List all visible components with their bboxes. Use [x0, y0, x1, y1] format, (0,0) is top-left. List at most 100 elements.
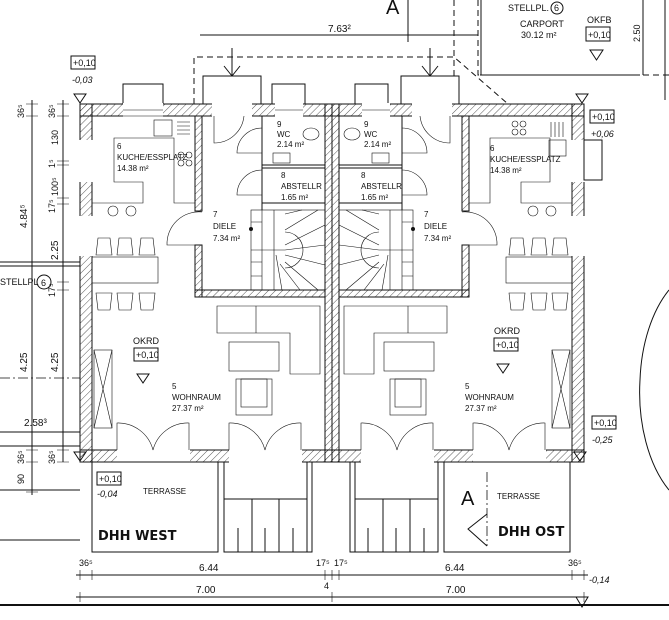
- hall-area: 7.34 m²: [424, 234, 451, 243]
- armchair-seat: [240, 378, 268, 408]
- window-kitchen-east: [571, 140, 585, 182]
- wc-storage-walls-west: [261, 116, 325, 210]
- storage-number: 8: [281, 171, 286, 180]
- sw-level: +0,10: [99, 474, 122, 484]
- terrace-label: TERRASSE: [497, 492, 540, 501]
- window-dining-east: [571, 216, 585, 256]
- stool-icon: [125, 205, 137, 217]
- hall-area: 7.34 m²: [213, 234, 240, 243]
- storage-number: 8: [361, 171, 366, 180]
- nw-level: +0,10: [73, 58, 96, 68]
- drainboard-west: [177, 121, 190, 135]
- inner-dim-1: 36⁵: [47, 104, 57, 118]
- bottom-dim-8: 4: [324, 581, 329, 591]
- kitchen-area: 14.38 m²: [117, 164, 149, 173]
- toilet-east-icon: [343, 127, 361, 141]
- parking-number-left: 6: [41, 278, 46, 288]
- armchair-west: [235, 378, 273, 416]
- bottom-dim-5: 6.44: [445, 563, 465, 574]
- chairs-south-east: [508, 292, 569, 311]
- hall-name: DIELE: [424, 222, 447, 231]
- light-shaft-east: [583, 139, 603, 181]
- chairs-north-east: [508, 237, 569, 256]
- stool-icon: [545, 205, 557, 217]
- living-number: 5: [172, 382, 177, 391]
- wc-name: WC: [277, 130, 291, 139]
- wc-number: 9: [277, 120, 282, 129]
- kitchen-number: 6: [490, 144, 495, 153]
- kitchen-door-east-swing: [461, 211, 498, 246]
- inner-dim-5: 17⁵: [47, 199, 57, 213]
- living-area: 27.37 m²: [465, 404, 497, 413]
- okrd-level: +0,10: [136, 350, 159, 360]
- coffee-table-west: [228, 341, 280, 372]
- room-labels-east: 6 KUCHE/ESSPLATZ 14.38 m² 9 WC 2.14 m² 8…: [361, 120, 564, 540]
- stove-west-icon: [177, 151, 193, 167]
- cellar-stair-west: [217, 462, 313, 553]
- hall-name: DIELE: [213, 222, 236, 231]
- level-box: [70, 55, 96, 70]
- left-dimensions: 36⁵ 4.84⁵ 4.25 36⁵ 90 36⁵ 130 1⁵ 100⁵ 17…: [0, 100, 80, 541]
- storage-area: 1.65 m²: [281, 193, 308, 202]
- toilet-west-icon: [302, 127, 320, 141]
- dim-ticks: [26, 103, 69, 493]
- sofa-west: [216, 305, 321, 375]
- furniture-east: [338, 115, 573, 429]
- level-triangle-icon: [589, 49, 604, 61]
- stairs-east: [338, 209, 415, 291]
- storage-area: 1.65 m²: [361, 193, 388, 202]
- room-labels-west: 6 KUCHE/ESSPLATZ 14.38 m² 9 WC 2.14 m² 8…: [98, 120, 322, 544]
- entry-arrow-west-icon: [223, 48, 241, 77]
- storage-name: ABSTELLR: [281, 182, 322, 191]
- terraces: [91, 289, 669, 553]
- carport-edges: [480, 0, 666, 100]
- level-box: [96, 471, 122, 486]
- wardrobe-cross: [551, 349, 571, 429]
- section-mark-east: A: [461, 488, 475, 510]
- inner-dim-6: 2.25: [50, 240, 61, 260]
- parking-number-top: 6: [554, 3, 559, 13]
- washbasin-west-icon: [272, 152, 291, 164]
- terrace-door-east-1: [361, 449, 434, 463]
- house-name-east: DHH OST: [498, 525, 564, 540]
- wardrobe-east: [551, 349, 571, 429]
- wc-area: 2.14 m²: [364, 140, 391, 149]
- level-triangle-icon: [136, 373, 150, 384]
- entry-arrow-east-icon: [421, 48, 439, 77]
- bottom-dim-9: 7.00: [446, 585, 466, 596]
- outer-dim-4: 36⁵: [16, 450, 26, 464]
- light-shaft-wc-west: [271, 83, 306, 105]
- kitchen-counter-east: [468, 115, 572, 204]
- dining-table-west: [91, 256, 159, 284]
- stool-icon: [527, 205, 539, 217]
- hall-number: 7: [213, 210, 218, 219]
- stove-east-icon: [511, 120, 527, 136]
- hall-wall-south-east: [338, 289, 470, 298]
- inner-dim-7: 17⁵: [47, 283, 57, 297]
- okfb-level: +0,10: [588, 30, 611, 40]
- level-triangle-icon: [575, 93, 589, 104]
- wc-number: 9: [364, 120, 369, 129]
- inner-dim-8: 4.25: [50, 352, 61, 372]
- okrd-label: OKRD: [494, 326, 521, 336]
- wc-door-east-swing: [401, 127, 428, 154]
- wc-area: 2.14 m²: [277, 140, 304, 149]
- living-number: 5: [465, 382, 470, 391]
- sw-terrain: -0,04: [97, 489, 118, 499]
- level-box: [591, 415, 617, 430]
- kitchen-name: KUCHE/ESSPLATZ: [490, 155, 561, 164]
- top-area: 7.63² A STELLPL. 6 CARPORT 30.12 m² OKFB…: [122, 0, 669, 105]
- level-box: [589, 109, 615, 124]
- parking-number-circle: [550, 1, 564, 15]
- bottom-dim-1: 36⁵: [79, 558, 93, 568]
- bottom-dim-3: 17⁵: [316, 558, 330, 568]
- entry-door-east-swing: [419, 115, 451, 144]
- terrace-door-east-2: [473, 449, 546, 463]
- kitchen-area: 14.38 m²: [490, 166, 522, 175]
- drainboard-east: [550, 122, 564, 137]
- ne-level: +0,10: [592, 112, 615, 122]
- bottom-dim-7: 7.00: [196, 585, 216, 596]
- living-name: WOHNRAUM: [465, 393, 514, 402]
- storage-door-west-swing: [236, 169, 263, 196]
